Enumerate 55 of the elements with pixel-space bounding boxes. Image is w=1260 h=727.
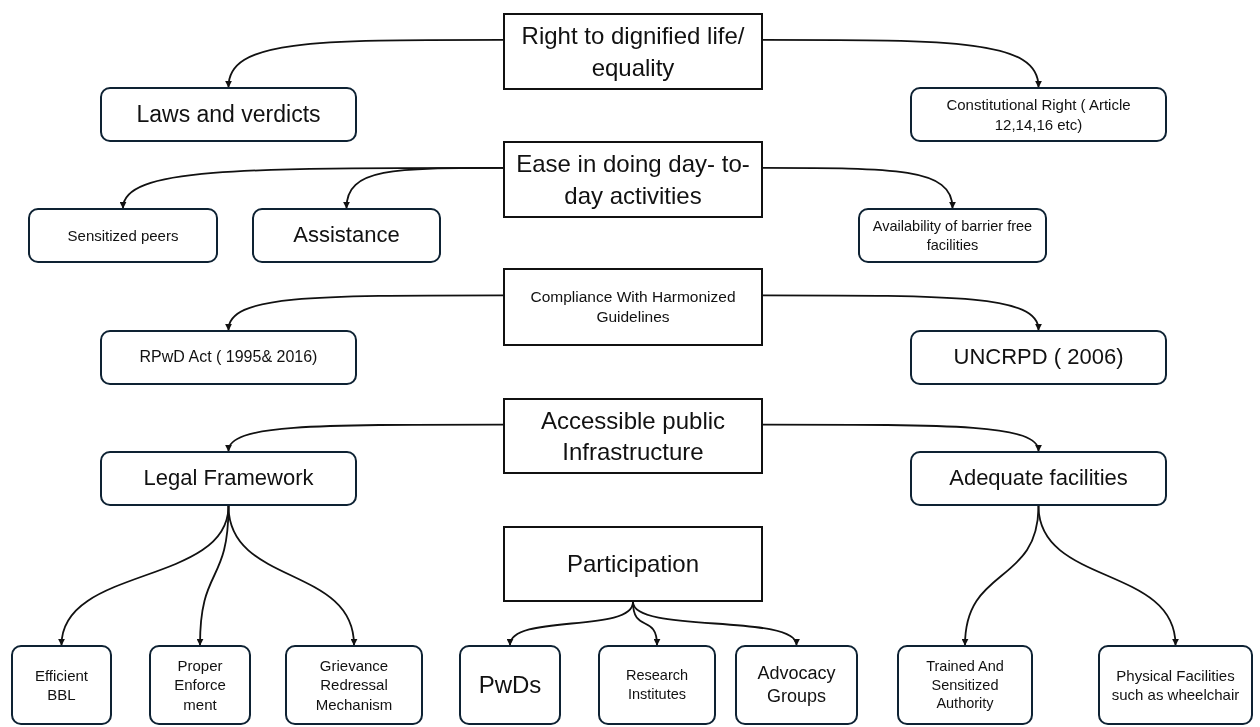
node-label: Assistance (293, 221, 400, 250)
node-label: Compliance With Harmonized Guidelines (529, 286, 737, 327)
arrow (632, 601, 798, 646)
node-label: RPwD Act ( 1995& 2016) (139, 347, 318, 368)
arrow (227, 505, 357, 646)
rounded-box (910, 87, 1167, 142)
rounded-box (28, 208, 218, 263)
topic-box (503, 398, 763, 474)
node-label: UNCRPD ( 2006) (953, 343, 1124, 372)
arrow (226, 423, 504, 452)
rounded-box (100, 87, 357, 142)
arrow (762, 423, 1041, 452)
node-label: Research Institutes (624, 666, 690, 704)
arrow (762, 167, 956, 209)
rounded-box (735, 645, 858, 725)
rounded-box (858, 208, 1047, 263)
node-label: Participation (566, 549, 700, 580)
rounded-box (11, 645, 112, 725)
node-label: Legal Framework (143, 464, 314, 493)
topic-box (503, 526, 763, 602)
node-label: Grievance Redressal Mechanism (314, 655, 394, 715)
rounded-box (252, 208, 441, 263)
node-label: Advocacy Groups (756, 661, 837, 708)
node-label: Physical Facilities such as wheelchair (1110, 665, 1241, 705)
topic-box (503, 13, 763, 90)
node-label: PwDs (478, 670, 542, 701)
arrow (762, 39, 1041, 88)
node-label: Laws and verdicts (136, 99, 321, 129)
rounded-box (897, 645, 1033, 725)
node-label: Ease in doing day- to- day activities (515, 149, 751, 211)
node-label: Adequate facilities (949, 464, 1128, 493)
rounded-box (100, 330, 357, 385)
node-label: Constitutional Right ( Article 12,14,16 etc) (945, 95, 1132, 134)
rounded-box (1098, 645, 1253, 725)
rounded-box (910, 451, 1167, 506)
arrow (1037, 505, 1178, 646)
node-label: Sensitized peers (67, 225, 179, 246)
rounded-box (598, 645, 716, 725)
node-label: Right to dignified life/ equality (520, 21, 746, 83)
arrow (226, 294, 504, 331)
rounded-box (459, 645, 561, 725)
rounded-box (100, 451, 357, 506)
rounded-box (910, 330, 1167, 385)
node-label: Trained And Sensitized Authority (925, 656, 1005, 714)
arrow (343, 167, 504, 209)
node-label: Accessible public Infrastructure (539, 405, 727, 467)
node-label: Efficient BBL (33, 665, 90, 705)
node-label: Availability of barrier free facilities (871, 216, 1034, 255)
node-label: Proper Enforce ment (173, 655, 227, 715)
rounded-box (149, 645, 251, 725)
rounded-box (285, 645, 423, 725)
arrow (762, 294, 1041, 331)
arrow (226, 39, 504, 88)
topic-box (503, 268, 763, 346)
topic-box (503, 141, 763, 218)
